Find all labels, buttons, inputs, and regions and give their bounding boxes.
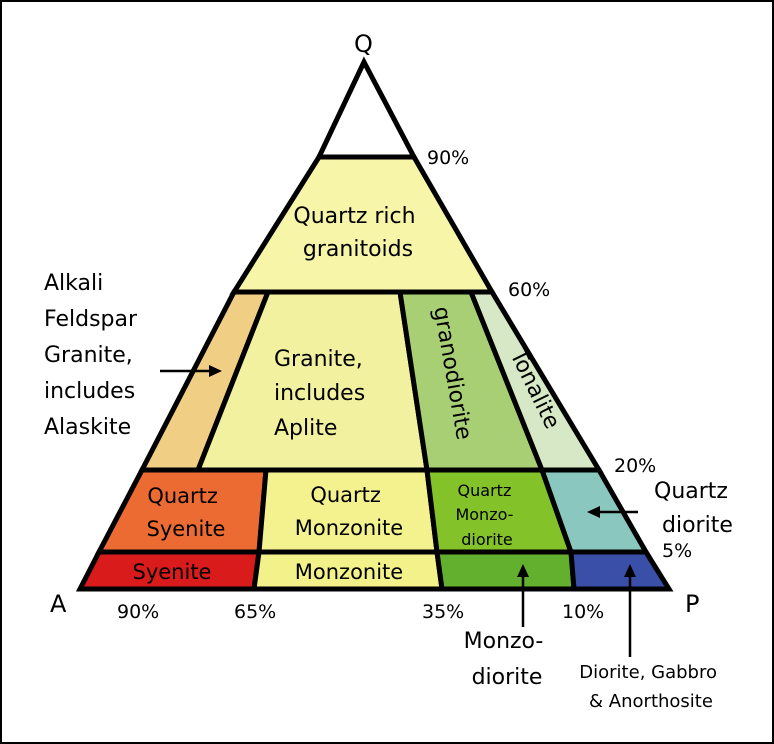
corner-label-a: A <box>50 590 67 618</box>
pct-label-60-right: 60% <box>508 279 550 301</box>
monzodiorite-arrowhead <box>517 564 529 577</box>
label-diorite: Diorite, Gabbro & Anorthosite <box>579 662 722 712</box>
label-quartz-monzodiorite: Quartz Monzo- diorite <box>455 481 518 549</box>
region-quartzolite <box>315 56 419 160</box>
label-quartz-diorite: Quartz diorite <box>654 479 735 538</box>
label-quartz-monzonite: Quartz Monzonite <box>295 483 403 540</box>
alkali-granite-arrowhead <box>209 365 222 377</box>
region-monzodiorite <box>434 549 577 592</box>
label-granite: Granite, includes Aplite <box>274 347 372 441</box>
pct-label-90-right: 90% <box>427 147 469 169</box>
region-diorite <box>568 549 674 592</box>
pct-label-35-bottom: 35% <box>422 601 464 623</box>
pct-label-10-bottom: 10% <box>562 601 604 623</box>
label-quartz-syenite: Quartz Syenite <box>147 484 226 541</box>
corner-label-q: Q <box>354 30 373 58</box>
quartz-diorite-arrowhead <box>587 506 600 518</box>
pct-label-5-right: 5% <box>662 540 692 562</box>
corner-label-p: P <box>685 590 699 618</box>
diorite-arrowhead <box>624 564 636 577</box>
label-syenite: Syenite <box>133 560 212 584</box>
pct-label-65-bottom: 65% <box>234 601 276 623</box>
label-quartz-rich: Quartz rich granitoids <box>293 204 422 262</box>
label-monzodiorite: Monzo- diorite <box>464 629 551 690</box>
pct-label-20-right: 20% <box>614 455 656 477</box>
label-monzonite: Monzonite <box>295 560 403 584</box>
pct-label-90-bottom: 90% <box>117 601 159 623</box>
label-alkali-granite: Alkali Feldspar Granite, includes Alaski… <box>44 271 144 440</box>
